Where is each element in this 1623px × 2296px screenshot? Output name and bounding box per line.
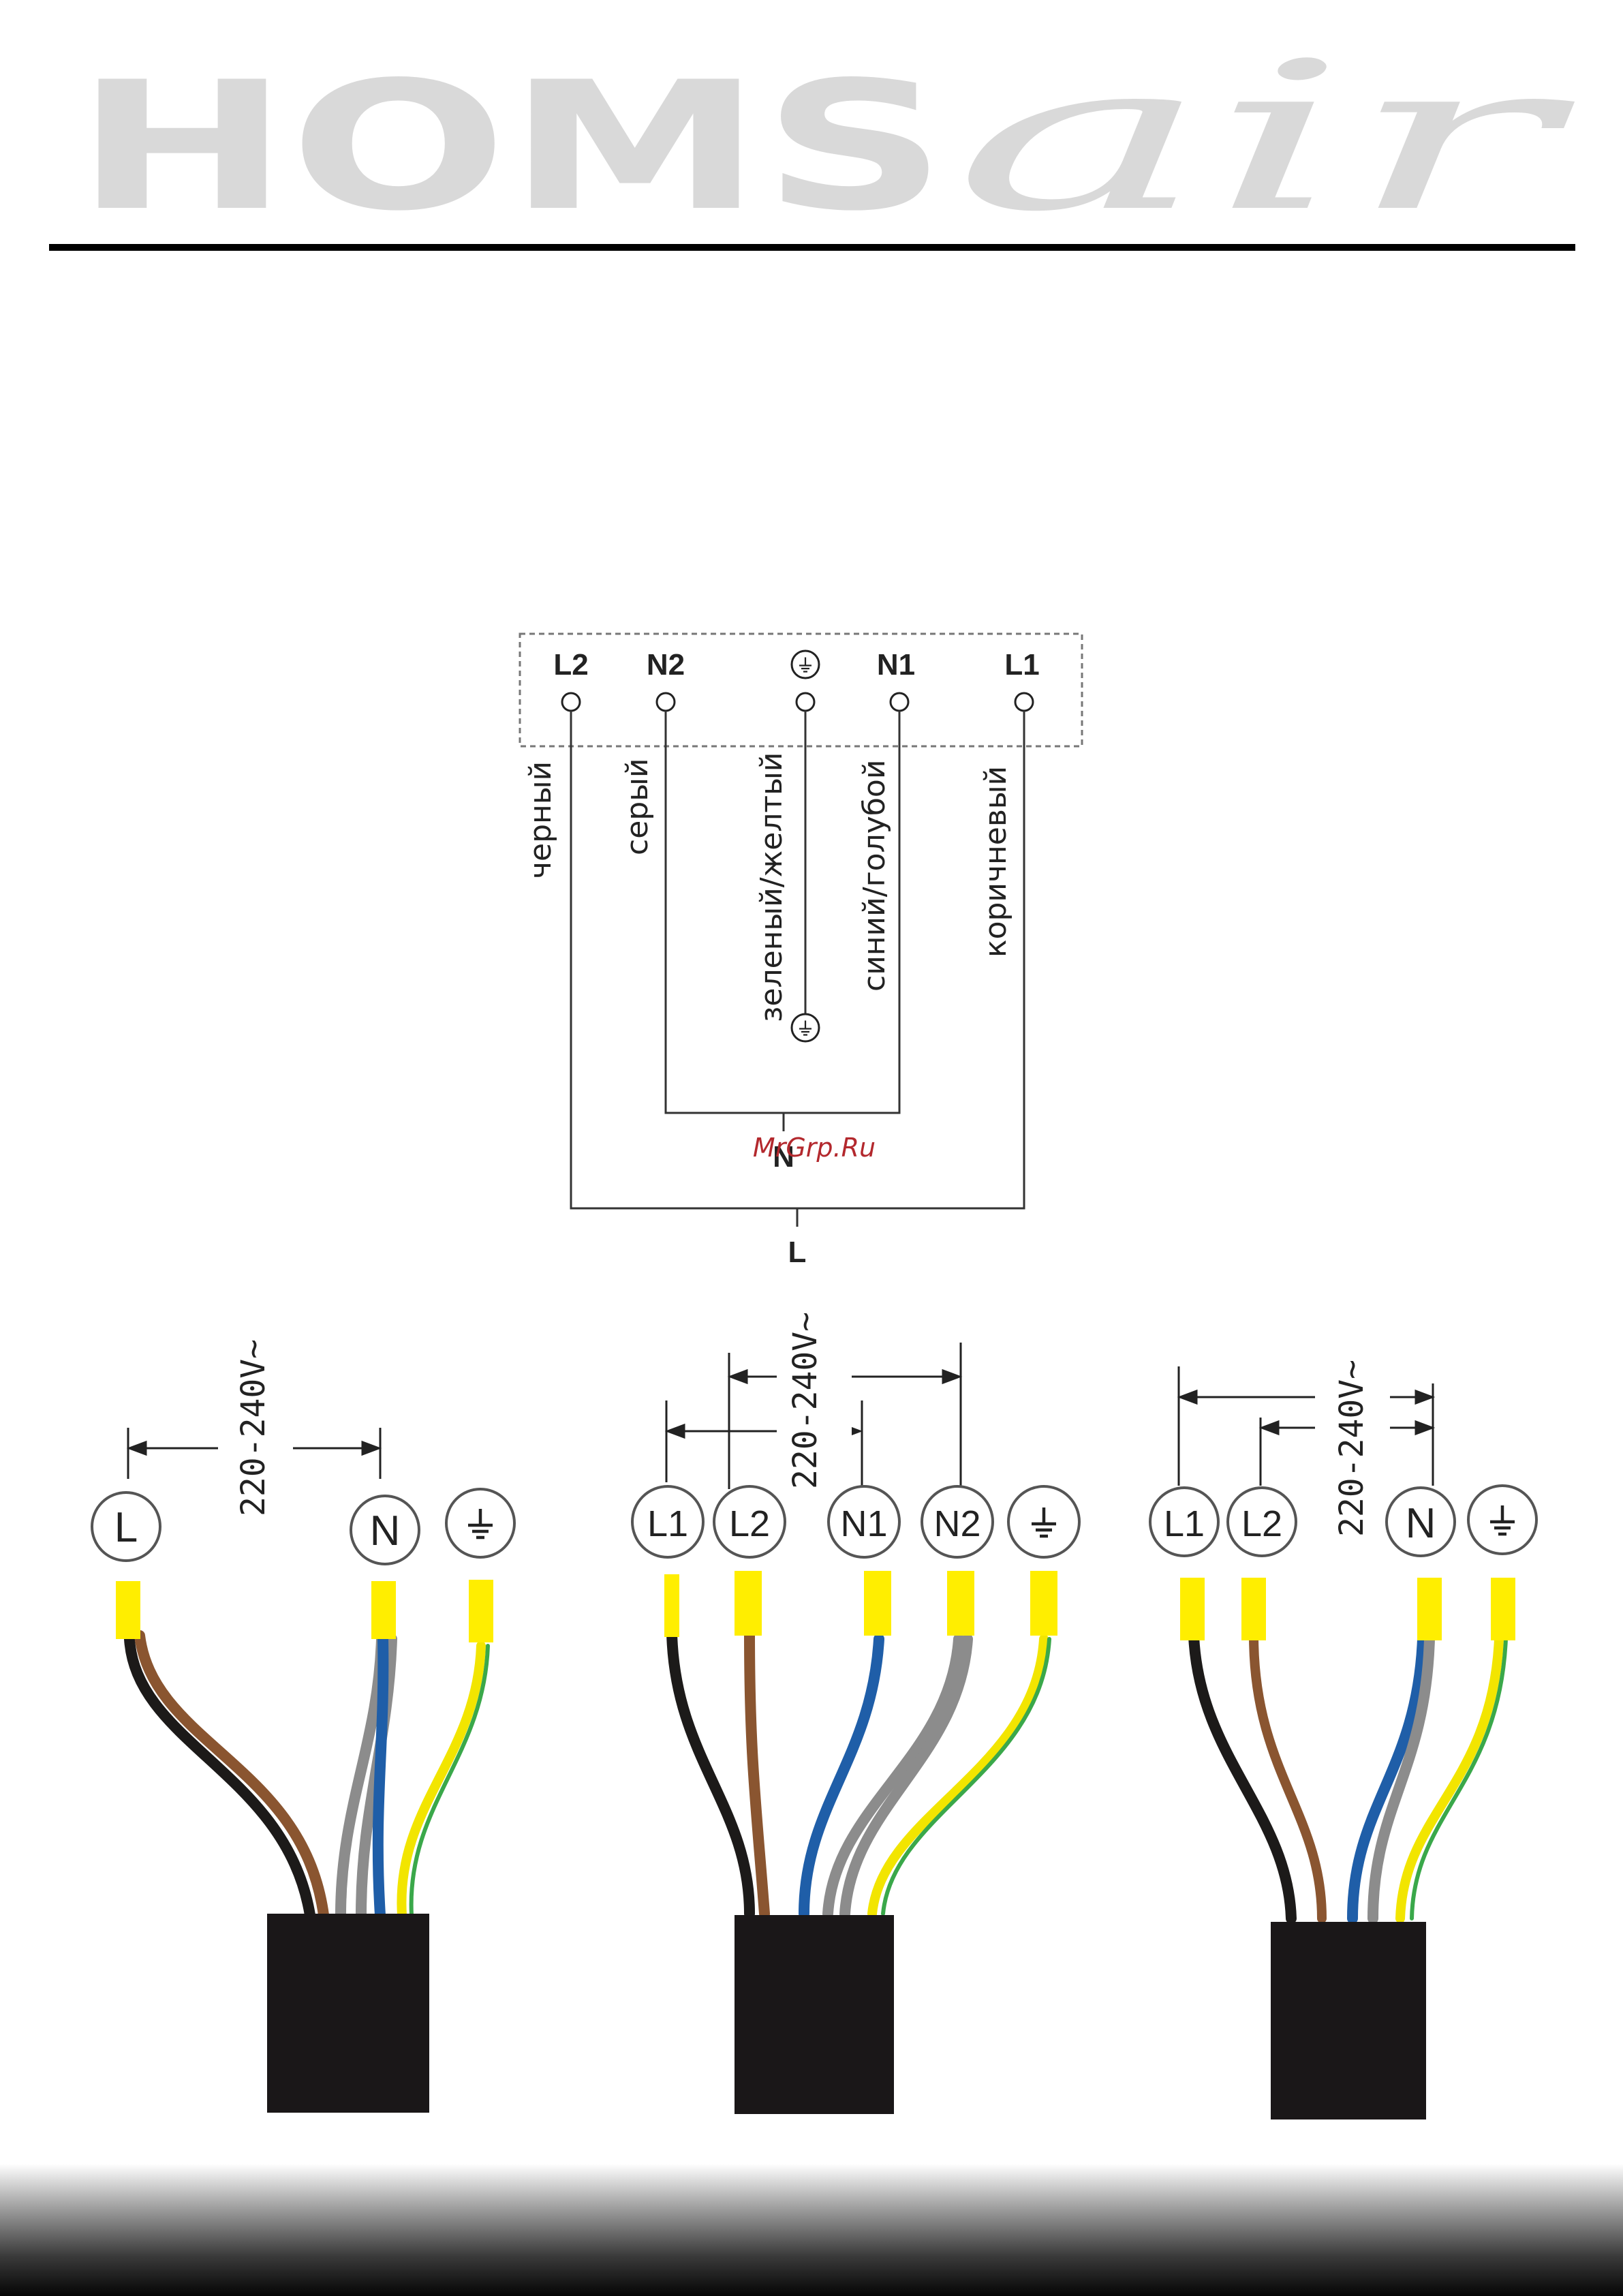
terminal-text-n1-opt2: N1: [840, 1503, 887, 1544]
terminal-screw-n1: [891, 693, 908, 711]
terminal-text-n-opt3: N: [1406, 1500, 1436, 1547]
logo-brand-text: HOMS: [75, 44, 947, 250]
terminal-text-l1-opt2: L1: [647, 1503, 688, 1544]
terminal-text-n: N: [370, 1507, 401, 1555]
ferrules-option-2: [664, 1571, 1057, 1637]
ferrules-option-3: [1180, 1578, 1515, 1640]
wire-label-grey: серый: [620, 758, 655, 855]
terminal-text-l2-opt3: L2: [1241, 1503, 1282, 1544]
voltage-label-option-1: 220-240V~: [234, 1339, 273, 1516]
terminal-label-ground-icon: [792, 651, 819, 678]
terminal-label-l2: L2: [553, 648, 588, 682]
terminal-ground-icon-option-2: [1008, 1486, 1079, 1557]
wiring-option-two-line: 220-240V~ L1 L2 N: [1150, 1360, 1536, 2119]
wiring-option-two-circuit: 220-240V~ L1 L2 N1 N2: [632, 1312, 1079, 2114]
cable-sheath-option-1: [267, 1914, 429, 2113]
terminal-screw-n2: [657, 693, 675, 711]
terminal-screw-ground: [797, 693, 814, 711]
terminal-label-n2: N2: [647, 648, 685, 682]
footer-gradient-bar: [0, 2164, 1623, 2296]
terminal-text-l: L: [114, 1504, 138, 1551]
cable-sheath-option-2: [735, 1915, 894, 2114]
ground-end-icon: [792, 1014, 819, 1041]
homs-air-logo: HOMS air: [75, 18, 1577, 256]
terminal-screw-l2: [562, 693, 580, 711]
cable-wires-option-1: [129, 1636, 488, 1915]
cable-sheath-option-3: [1271, 1922, 1426, 2119]
voltage-label-option-2: 220-240V~: [786, 1312, 824, 1489]
terminal-label-n1: N1: [877, 648, 915, 682]
watermark-text: MrGrp.Ru: [753, 1133, 876, 1163]
terminal-schematic: L2 N2 N1 L1 черный серый зеленый/ж: [520, 634, 1082, 1269]
wire-label-green-yellow: зеленый/желтый: [754, 752, 789, 1022]
line-join-label: L: [788, 1236, 807, 1269]
terminal-ground-icon-option-1: [446, 1489, 514, 1557]
wire-label-black: черный: [523, 761, 558, 879]
ferrules-option-1: [116, 1580, 493, 1642]
terminal-text-l2-opt2: L2: [729, 1503, 770, 1544]
terminal-text-l1-opt3: L1: [1164, 1503, 1205, 1544]
voltage-label-option-3: 220-240V~: [1333, 1360, 1371, 1537]
wire-label-brown: коричневый: [978, 766, 1013, 958]
terminal-ground-icon-option-3: [1468, 1486, 1536, 1554]
logo-script-text: air: [954, 18, 1577, 256]
terminal-label-l1: L1: [1004, 648, 1039, 682]
cable-wires-option-2: [672, 1632, 1049, 1914]
terminal-screw-l1: [1015, 693, 1033, 711]
cable-wires-option-3: [1194, 1636, 1506, 1918]
wiring-option-single-phase: 220-240V~ L N: [92, 1339, 514, 2113]
header-rule: [49, 244, 1575, 251]
terminal-text-n2-opt2: N2: [933, 1503, 980, 1544]
wire-label-blue: синий/голубой: [857, 760, 892, 992]
